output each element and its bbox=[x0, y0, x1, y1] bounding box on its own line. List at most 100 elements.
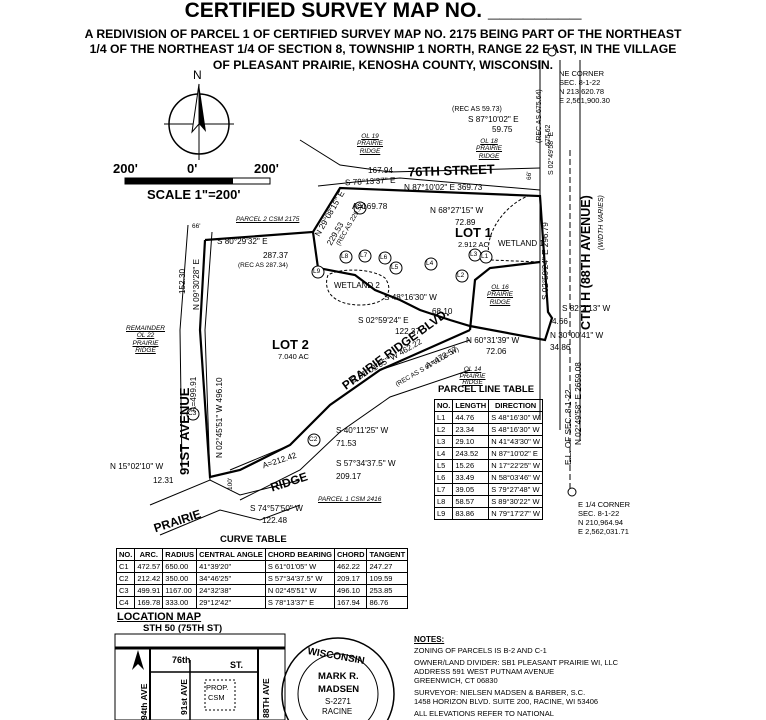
bearing-b17-dist: 72.06 bbox=[486, 347, 507, 356]
table-header: CHORD bbox=[333, 548, 368, 561]
table-cell: 247.27 bbox=[366, 560, 409, 573]
parcel2-label: PARCEL 2 CSM 2175 bbox=[236, 216, 300, 223]
bearing-b5: (REC AS 675.64) bbox=[536, 89, 543, 143]
table-cell: 212.42 bbox=[134, 572, 164, 585]
table-header: ARC. bbox=[134, 548, 164, 561]
table-cell: S 89°30'22" W bbox=[488, 495, 543, 508]
table-cell: L7 bbox=[433, 483, 454, 496]
bearing-b1-dist: 167.94 bbox=[368, 166, 394, 175]
curve-table-title: CURVE TABLE bbox=[220, 534, 287, 545]
notes-zoning: ZONING OF PARCELS IS B-2 AND C-1 bbox=[414, 646, 547, 655]
table-cell: L9 bbox=[433, 507, 454, 520]
bearing-b27: A=499.91 bbox=[189, 376, 198, 412]
location-88th: 88TH AVE bbox=[261, 678, 271, 718]
bearing-b14-dist: 34.86 bbox=[550, 343, 571, 352]
table-header: CENTRAL ANGLE bbox=[196, 548, 266, 561]
table-cell: N 17°22'25" W bbox=[488, 459, 543, 472]
bearing-b23: S 74°57'50" W bbox=[250, 504, 303, 513]
location-prop: PROP. bbox=[206, 683, 229, 692]
table-cell: 39.05 bbox=[452, 483, 490, 496]
parcel-table-title: PARCEL LINE TABLE bbox=[438, 384, 535, 395]
bearing-b21-dist: 209.17 bbox=[336, 472, 362, 481]
table-cell: L3 bbox=[433, 435, 454, 448]
table-cell: 33.49 bbox=[452, 471, 490, 484]
table-cell: C3 bbox=[115, 584, 136, 597]
table-cell: N 79°17'27" W bbox=[488, 507, 543, 520]
location-map-title: LOCATION MAP bbox=[117, 611, 202, 623]
table-cell: C1 bbox=[115, 560, 136, 573]
location-map bbox=[114, 633, 286, 720]
curve-label: C3 bbox=[188, 410, 197, 417]
table-cell: S 57°34'37.5" W bbox=[264, 572, 335, 585]
bearing-b21: S 57°34'37.5" W bbox=[336, 459, 396, 468]
table-cell: S 61°01'05" W bbox=[264, 560, 335, 573]
table-cell: L4 bbox=[433, 447, 454, 460]
bearing-b13-dist: 4.66 bbox=[552, 317, 568, 326]
bearing-b20-dist: 71.53 bbox=[336, 439, 357, 448]
bearing-b13: S 82°2'13" W bbox=[562, 304, 611, 313]
bearing-b26-dist: 152.30 bbox=[178, 268, 187, 294]
table-cell: 41°39'20" bbox=[196, 560, 266, 573]
bearing-b8: A=169.78 bbox=[352, 202, 388, 211]
section-line-label: E.L. OF SEC. 8-1-22 bbox=[564, 389, 573, 465]
location-76th: 76th bbox=[172, 655, 191, 665]
table-cell: N 58°03'46" W bbox=[488, 471, 543, 484]
scale-left: 200' bbox=[113, 161, 138, 176]
curve-table: NO. ARC. RADIUS CENTRAL ANGLE CHORD BEAR… bbox=[115, 548, 409, 609]
table-cell: 209.17 bbox=[333, 572, 368, 585]
seal-name1: MARK R. bbox=[318, 671, 359, 682]
table-cell: S 48°16'30" W bbox=[488, 411, 543, 424]
bearing-b4: S 87°10'02" E bbox=[468, 115, 519, 124]
table-header: CHORD BEARING bbox=[264, 548, 335, 561]
table-cell: S 48°16'30" W bbox=[488, 423, 543, 436]
bearing-b2: N 87°10'02" E 369.73 bbox=[404, 183, 483, 192]
table-cell: L1 bbox=[433, 411, 454, 424]
bearing-b15-dist: 68.10 bbox=[432, 307, 453, 316]
wetland-boundaries bbox=[326, 195, 541, 306]
location-sth50: STH 50 (75TH ST) bbox=[143, 623, 223, 634]
dim-66-west: 66' bbox=[192, 223, 201, 230]
table-header: RADIUS bbox=[162, 548, 198, 561]
line-label: L9 bbox=[313, 268, 321, 275]
bearing-b9: N 68°27'15" W bbox=[430, 206, 484, 215]
table-cell: 1167.00 bbox=[162, 584, 198, 597]
outlot-14: OL 14 PRAIRIE RIDGE bbox=[459, 366, 486, 386]
bearing-b9-dist: 72.89 bbox=[455, 218, 476, 227]
table-cell: 499.91 bbox=[134, 584, 164, 597]
street-76th: 76TH STREET bbox=[407, 161, 495, 180]
lot-boundaries bbox=[198, 186, 554, 479]
scale-label: SCALE 1"=200' bbox=[147, 187, 241, 202]
seal-number: S-2271 bbox=[325, 697, 351, 706]
location-91st: 91st AVE bbox=[179, 679, 189, 715]
lot1-area: 2.912 AC bbox=[458, 240, 489, 249]
scale-right: 200' bbox=[254, 161, 279, 176]
bearing-b10-rec: (REC AS 287.34) bbox=[238, 262, 288, 269]
curve-label: C4 bbox=[355, 204, 364, 211]
table-cell: N 02°45'51" W bbox=[264, 584, 335, 597]
cth-h-width: (WIDTH VARIES) bbox=[598, 195, 605, 250]
north-arrow-icon bbox=[164, 83, 234, 160]
north-label: N bbox=[193, 68, 202, 82]
table-cell: 23.34 bbox=[452, 423, 490, 436]
table-header: NO. bbox=[115, 548, 136, 561]
bearing-b20: S 40°11'25" W bbox=[336, 426, 389, 435]
table-header: DIRECTION bbox=[488, 399, 543, 412]
line-markers bbox=[186, 201, 493, 447]
table-header: NO. bbox=[433, 399, 454, 412]
bearing-b10: S 80°29'32" E bbox=[217, 237, 268, 246]
notes-surveyor-1: SURVEYOR: NIELSEN MADSEN & BARBER, S.C. bbox=[414, 688, 586, 697]
scale-bar bbox=[124, 177, 271, 185]
seal-name2: MADSEN bbox=[318, 684, 360, 695]
bearing-b26: N 09°30'28" E bbox=[192, 259, 201, 310]
table-cell: L5 bbox=[433, 459, 454, 472]
